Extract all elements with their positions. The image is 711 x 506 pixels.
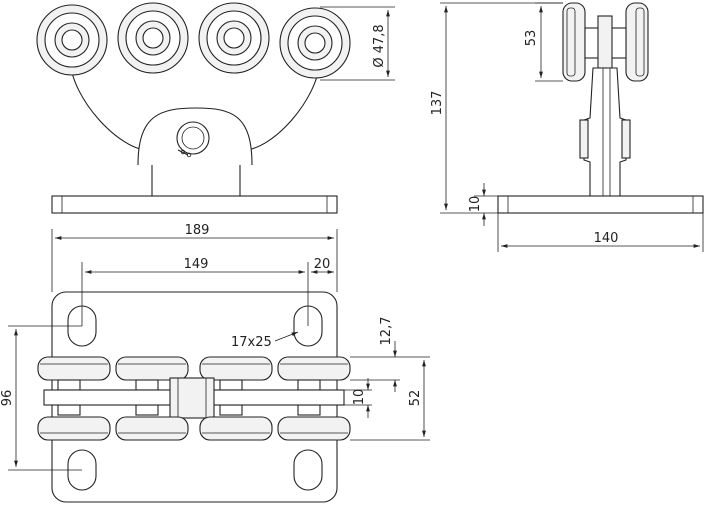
front-base-plate (51, 195, 338, 214)
side-wheel-right (625, 2, 649, 82)
front-wheel-2 (117, 2, 189, 74)
side-link-arm (583, 67, 627, 197)
slot-bottom-right (293, 449, 323, 491)
wheel-height-label: 53 (524, 30, 539, 47)
total-height-label: 137 (430, 91, 445, 116)
hole-spacing-label: 149 (184, 257, 209, 272)
hole-offset-label: 20 (314, 257, 331, 272)
side-base-plate (497, 195, 704, 214)
side-wheel-left (562, 2, 586, 82)
plate-thickness-label: 10 (468, 196, 483, 213)
front-wheel-4 (279, 7, 351, 79)
wheel-diameter-label: Ø 47,8 (372, 24, 387, 67)
plate-length-label: 189 (185, 223, 210, 238)
vertical-hole-spacing-label: 96 (0, 390, 15, 407)
shaft-height-label: 10 (352, 389, 367, 406)
side-view: 53 137 10 140 (430, 2, 704, 252)
front-view: Ø 47,8 (36, 2, 395, 214)
edge-offset-label: 12,7 (379, 317, 394, 346)
front-wheel-3 (198, 2, 270, 74)
top-wheel-row-upper (37, 356, 351, 381)
slot-size-label: 17x25 (231, 335, 272, 350)
top-view: 189 149 20 17x25 96 12,7 10 52 (0, 223, 430, 503)
plate-depth-label: 140 (594, 231, 619, 246)
top-wheel-row-lower (37, 416, 351, 441)
total-width-label: 52 (408, 390, 423, 407)
front-wheel-1 (36, 4, 108, 76)
